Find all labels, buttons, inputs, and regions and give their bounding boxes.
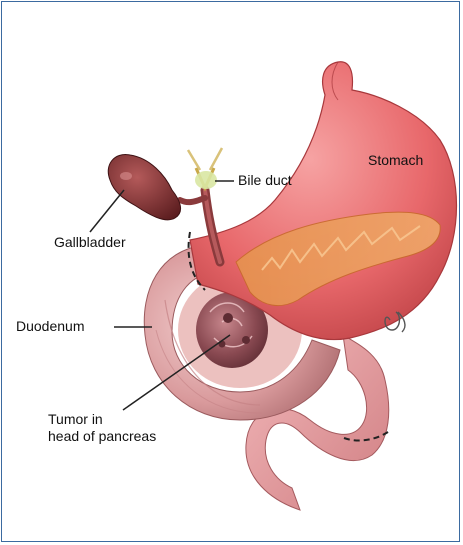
label-bile-duct: Bile duct	[238, 172, 292, 188]
label-duodenum: Duodenum	[16, 318, 85, 334]
leader-gallbladder	[90, 190, 124, 232]
label-tumor-line1: Tumor in	[48, 411, 208, 428]
label-gallbladder: Gallbladder	[54, 234, 126, 250]
label-tumor-line2: head of pancreas	[48, 428, 208, 445]
bile-duct-highlight	[195, 171, 217, 189]
label-tumor: Tumor in head of pancreas	[48, 411, 208, 445]
label-stomach: Stomach	[368, 152, 423, 168]
gallbladder	[108, 155, 180, 220]
